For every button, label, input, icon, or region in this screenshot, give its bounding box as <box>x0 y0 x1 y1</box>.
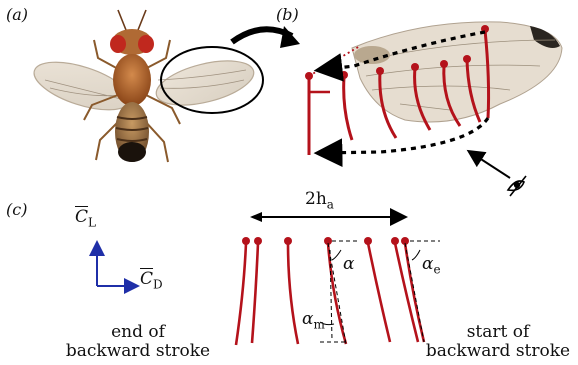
lift-axis-label: CL <box>75 208 96 232</box>
wing-root-dotted-line <box>309 46 360 76</box>
drag-axis-label: CD <box>140 270 163 294</box>
fly-photo <box>29 10 259 162</box>
wing-chord-dots-c <box>242 237 409 245</box>
eye-viewpoint-icon <box>508 176 526 196</box>
alpha-m-label: αm <box>302 310 325 334</box>
lower-trajectory <box>320 118 488 153</box>
alpha-label: α <box>343 255 354 274</box>
alpha-e-label: αe <box>422 255 441 279</box>
span-label: 2ha <box>305 190 334 214</box>
start-of-backward-stroke-caption: start of backward stroke <box>418 323 578 361</box>
view-direction-arrow <box>470 152 510 178</box>
end-of-backward-stroke-caption: end of backward stroke <box>58 323 218 361</box>
